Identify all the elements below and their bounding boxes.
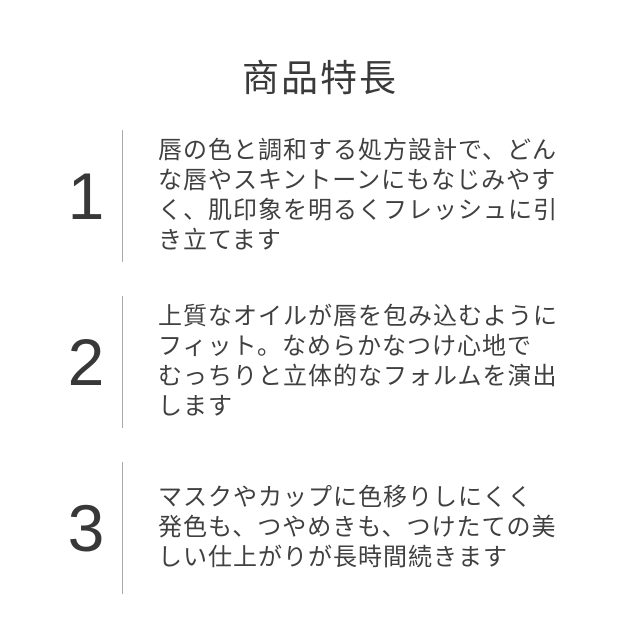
feature-text-line: します (158, 393, 233, 420)
feature-text-line: き立てます (158, 227, 282, 254)
feature-text-line: マスクやカップに色移りしにくく (158, 484, 533, 511)
feature-text-1: 唇の色と調和する処方設計で、どん な唇やスキントーンにもなじみやす く、肌印象を… (123, 130, 580, 262)
feature-text-line: むっちりと立体的なフォルムを演出 (158, 363, 558, 390)
feature-text-line: 上質なオイルが唇を包み込むように (158, 303, 558, 330)
feature-text-line: 唇の色と調和する処方設計で、どん (158, 137, 558, 164)
feature-number-2: 2 (67, 325, 105, 399)
feature-number-1: 1 (67, 159, 105, 233)
feature-text-2: 上質なオイルが唇を包み込むように フィット。なめらかなつけ心地で むっちりと立体… (123, 296, 580, 428)
feature-text-line: な唇やスキントーンにもなじみやす (158, 167, 557, 194)
feature-item-1: 1 唇の色と調和する処方設計で、どん な唇やスキントーンにもなじみやす く、肌印… (50, 130, 580, 262)
page-title: 商品特長 (242, 58, 398, 99)
feature-text-3: マスクやカップに色移りしにくく 発色も、つやめきも、つけたての美 しい仕上がりが… (123, 462, 580, 594)
feature-text-line: く、肌印象を明るくフレッシュに引 (158, 197, 558, 224)
divider-line (122, 296, 123, 428)
divider-line (122, 462, 123, 594)
feature-list: 1 唇の色と調和する処方設計で、どん な唇やスキントーンにもなじみやす く、肌印… (0, 130, 640, 594)
feature-item-2: 2 上質なオイルが唇を包み込むように フィット。なめらかなつけ心地で むっちりと… (50, 296, 580, 428)
divider-line (122, 130, 123, 262)
feature-item-3: 3 マスクやカップに色移りしにくく 発色も、つやめきも、つけたての美 しい仕上が… (50, 462, 580, 594)
feature-text-line: 発色も、つやめきも、つけたての美 (158, 514, 557, 541)
feature-number-3: 3 (67, 491, 105, 565)
feature-text-line: しい仕上がりが長時間続きます (158, 544, 508, 571)
feature-text-line: フィット。なめらかなつけ心地で (158, 333, 533, 360)
